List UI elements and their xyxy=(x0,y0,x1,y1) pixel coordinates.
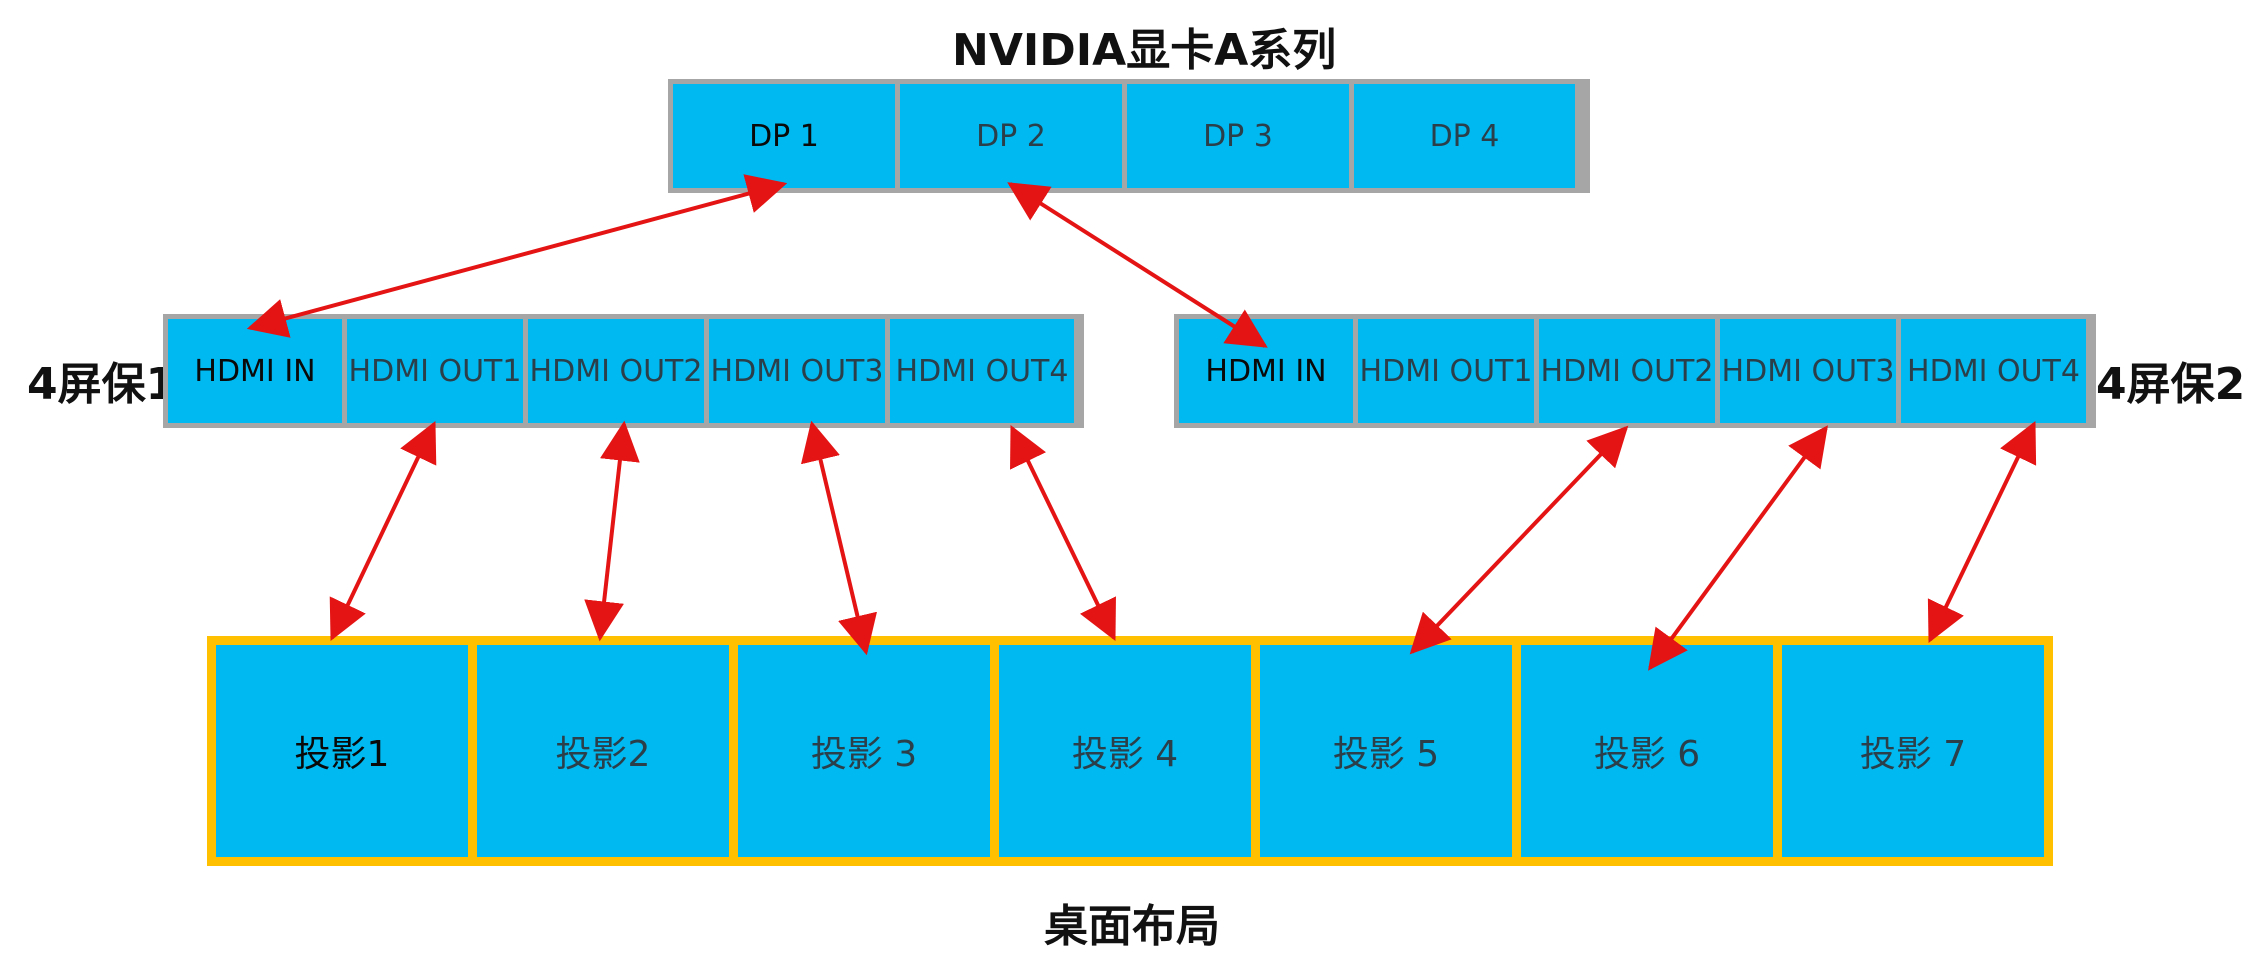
dp4-port: DP 4 xyxy=(1354,84,1575,188)
arrow-box1-out1-proj1 xyxy=(329,420,437,642)
gpu-title: NVIDIA显卡A系列 xyxy=(952,25,1337,76)
projector-4: 投影 4 xyxy=(999,645,1251,857)
desktop-title: 桌面布局 xyxy=(1044,901,1220,952)
box2-hdmi-out3: HDMI OUT3 xyxy=(1720,319,1896,423)
arrow-box2-out3-proj6 xyxy=(1648,425,1828,671)
box1-label: 4屏保1 xyxy=(27,359,177,410)
dp3-port: DP 3 xyxy=(1127,84,1349,188)
projector-1: 投影1 xyxy=(216,645,468,857)
projector-5: 投影 5 xyxy=(1260,645,1512,857)
box2-label: 4屏保2 xyxy=(2096,359,2246,410)
gpu-port-bar: DP 1 DP 2 DP 3 DP 4 xyxy=(668,79,1590,193)
dp2-port: DP 2 xyxy=(900,84,1122,188)
box1-hdmi-out4: HDMI OUT4 xyxy=(890,319,1074,423)
box2-hdmi-out2: HDMI OUT2 xyxy=(1539,319,1715,423)
box2-hdmi-out1: HDMI OUT1 xyxy=(1358,319,1534,423)
arrow-dp1-box1-in xyxy=(246,174,788,338)
arrow-dp2-box2-in xyxy=(1007,182,1268,348)
projector-6: 投影 6 xyxy=(1521,645,1773,857)
projector-2: 投影2 xyxy=(477,645,729,857)
arrow-box1-out3-proj3 xyxy=(800,420,878,656)
projector-3: 投影 3 xyxy=(738,645,990,857)
arrow-box1-out4-proj4 xyxy=(1010,425,1116,641)
arrow-box1-out2-proj2 xyxy=(584,420,640,642)
arrow-box2-out2-proj5 xyxy=(1409,425,1629,655)
projector-7: 投影 7 xyxy=(1782,645,2044,857)
arrow-box2-out4-proj7 xyxy=(1927,420,2037,644)
box2-hdmi-out4: HDMI OUT4 xyxy=(1901,319,2086,423)
desktop-layout: 投影1 投影2 投影 3 投影 4 投影 5 投影 6 投影 7 xyxy=(207,636,2053,866)
dp1-port: DP 1 xyxy=(673,84,895,188)
